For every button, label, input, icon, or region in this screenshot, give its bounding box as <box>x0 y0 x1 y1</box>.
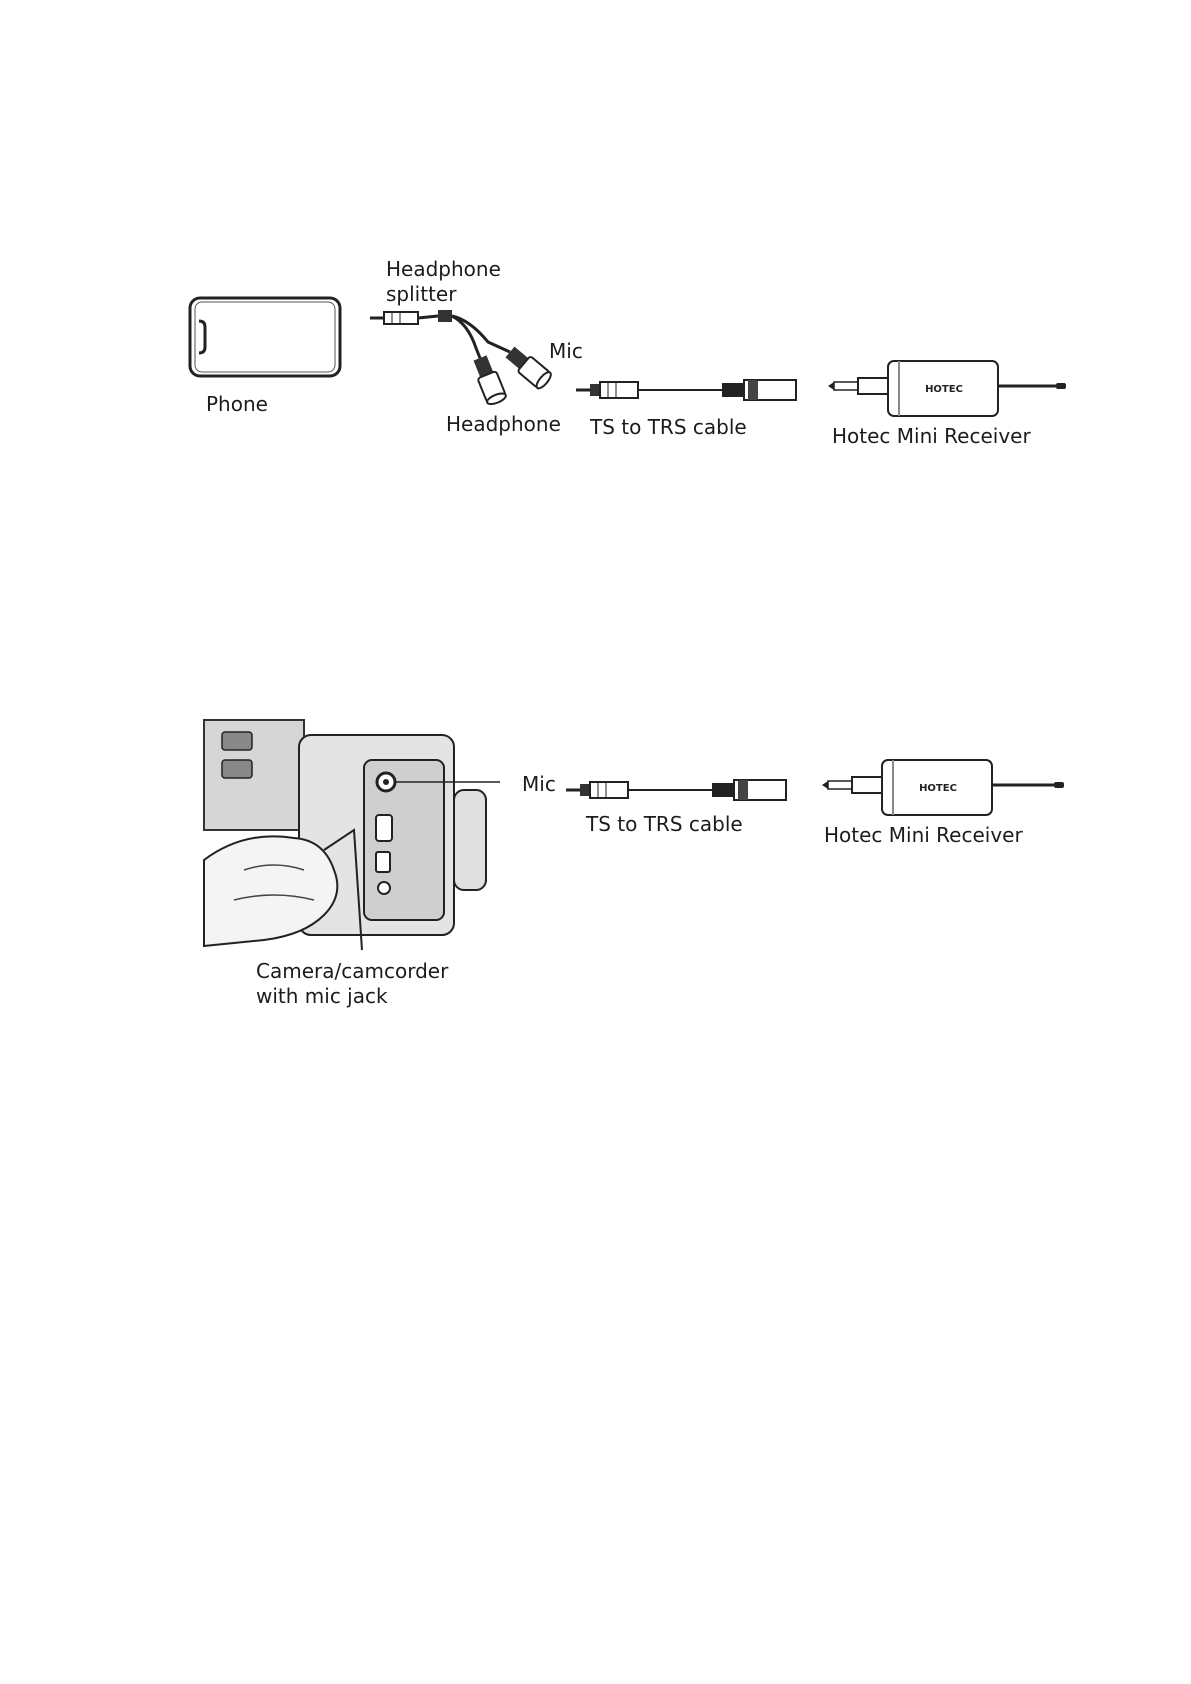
mic-label: Mic <box>549 338 583 364</box>
receiver-label: Hotec Mini Receiver <box>832 423 1031 449</box>
headphone-label: Headphone <box>446 411 561 437</box>
ts-trs-cable-illustration <box>566 775 796 805</box>
camera-illustration <box>204 720 494 950</box>
receiver-label: Hotec Mini Receiver <box>824 822 1023 848</box>
receiver-brand-text: HOTEC <box>925 384 963 395</box>
receiver-brand-text: HOTEC <box>919 783 957 794</box>
cable-label: TS to TRS cable <box>586 811 743 837</box>
cable-label: TS to TRS cable <box>590 414 747 440</box>
receiver-illustration: HOTEC <box>824 356 1074 426</box>
mic-label: Mic <box>522 771 556 797</box>
phone-label: Phone <box>206 391 268 417</box>
camera-label: Camera/camcorder with mic jack <box>256 959 448 1009</box>
phone-illustration <box>187 295 347 385</box>
ts-trs-cable-illustration <box>576 375 806 405</box>
receiver-illustration: HOTEC <box>818 755 1068 825</box>
